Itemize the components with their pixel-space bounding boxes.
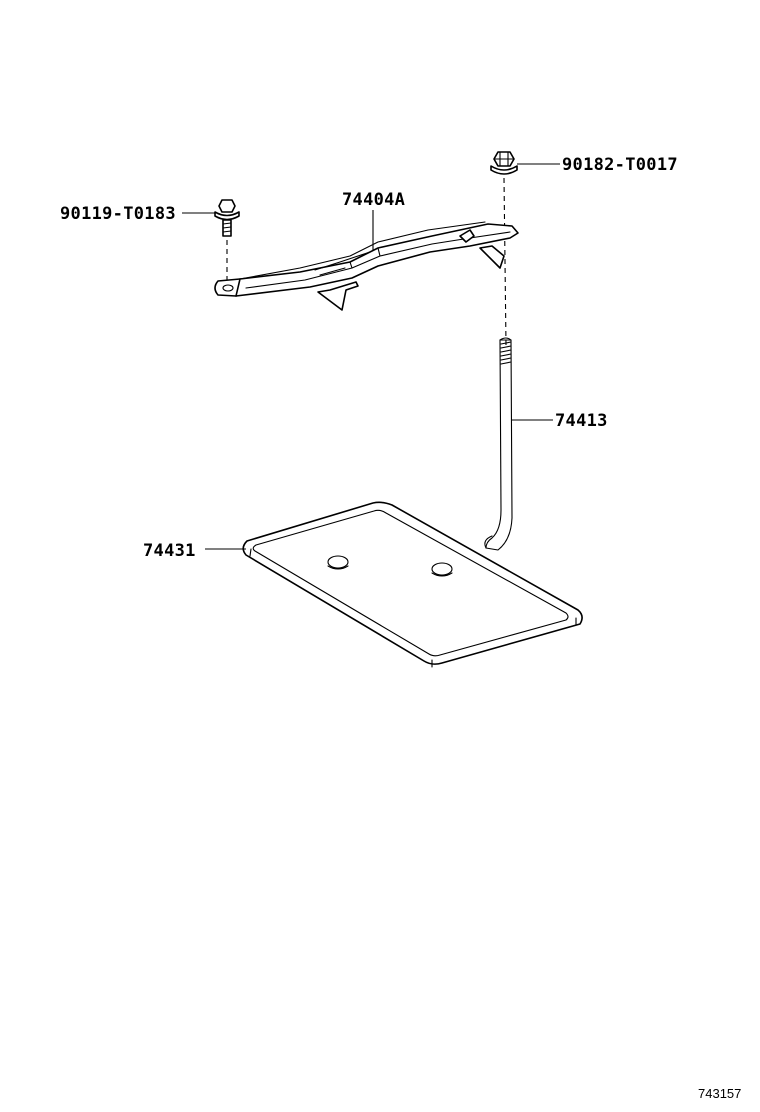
hold-down-rod[interactable] <box>484 337 513 551</box>
nut-part-label[interactable]: 90182-T0017 <box>562 155 678 175</box>
rod-part-label[interactable]: 74413 <box>555 411 608 431</box>
tray-part-label[interactable]: 74431 <box>143 541 196 561</box>
nut-assembly-line <box>503 177 507 346</box>
flange-bolt[interactable] <box>214 199 240 237</box>
figure-id-label: 743157 <box>698 1086 741 1101</box>
bolt-part-label[interactable]: 90119-T0183 <box>60 204 176 224</box>
clamp-part-label[interactable]: 74404A <box>342 190 405 210</box>
battery-clamp[interactable] <box>214 221 519 311</box>
flange-nut[interactable] <box>490 151 518 175</box>
battery-tray[interactable] <box>242 501 583 668</box>
